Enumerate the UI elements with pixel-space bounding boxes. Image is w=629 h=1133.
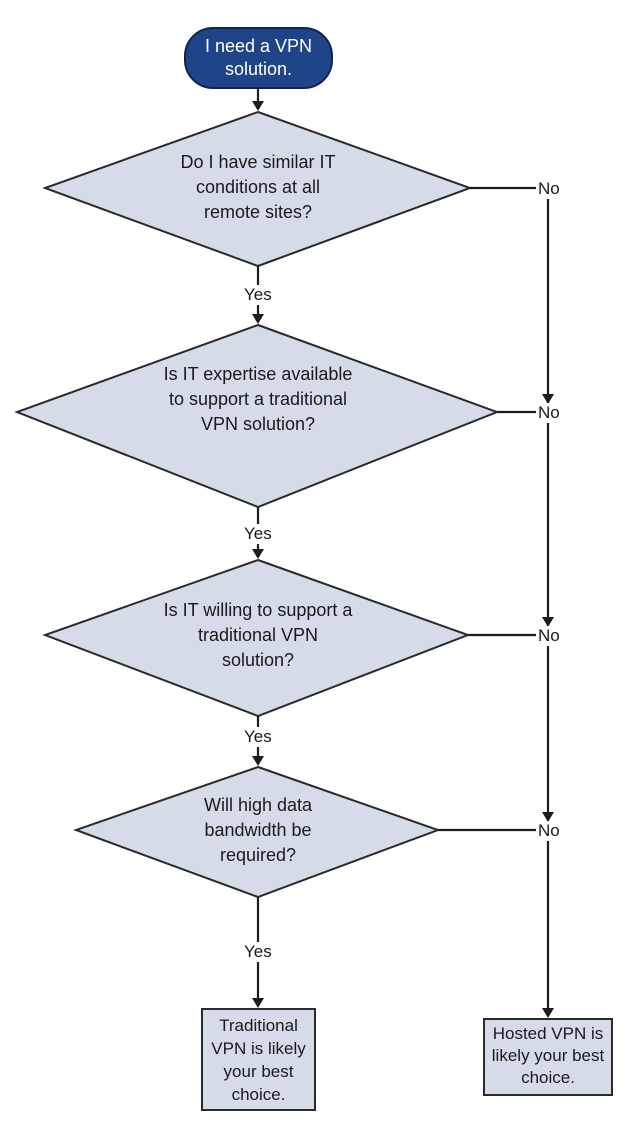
q1-no-label: No (536, 179, 562, 199)
arrowhead-start-q1 (252, 101, 264, 111)
outcome-traditional-text: Traditional VPN is likely your best choi… (211, 1016, 306, 1104)
q1-yes-label: Yes (242, 285, 274, 305)
arrowhead-q1-q2 (252, 314, 264, 324)
arrowhead-no-2 (542, 617, 554, 627)
outcome-hosted-text: Hosted VPN is likely your best choice. (491, 1024, 605, 1087)
start-node-text: I need a VPN solution. (204, 36, 313, 79)
decision-q1-text: Do I have similar IT conditions at all r… (180, 152, 336, 222)
arrowhead-no-1 (542, 394, 554, 404)
q3-no-label: No (536, 626, 562, 646)
arrowhead-q3-q4 (252, 756, 264, 766)
decision-q4-text: Will high data bandwidth be required? (203, 795, 313, 865)
q3-yes-label: Yes (242, 727, 274, 747)
q2-no-label: No (536, 403, 562, 423)
decision-q3-text: Is IT willing to support a traditional V… (163, 600, 353, 670)
q4-no-label: No (536, 821, 562, 841)
arrowhead-no-4 (542, 1008, 554, 1018)
q4-yes-label: Yes (242, 942, 274, 962)
outcome-hosted-shape (483, 1018, 613, 1096)
arrowhead-no-3 (542, 812, 554, 822)
q2-yes-label: Yes (242, 524, 274, 544)
arrowhead-q2-q3 (252, 549, 264, 559)
arrowhead-q4-traditional (252, 998, 264, 1008)
decision-q2-text: Is IT expertise available to support a t… (163, 364, 353, 434)
outcome-traditional-shape (201, 1008, 316, 1111)
